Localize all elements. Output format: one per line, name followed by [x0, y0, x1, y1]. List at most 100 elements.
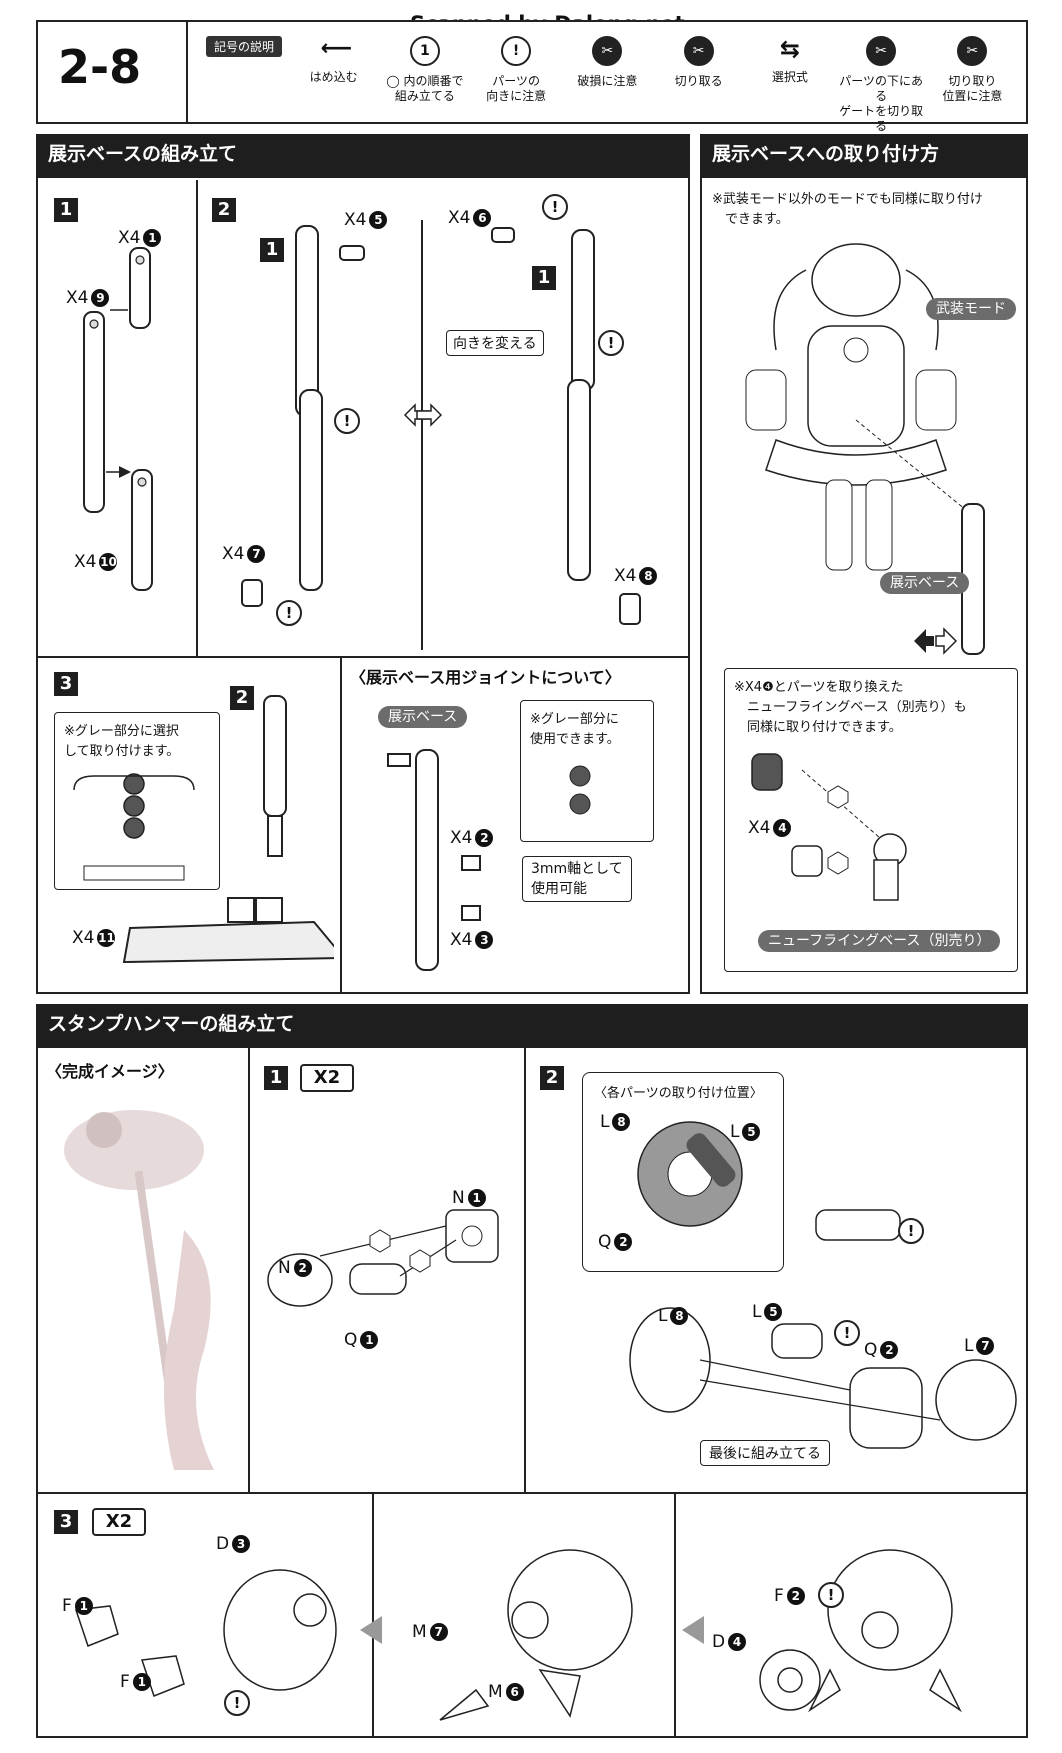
part-number-badge: 1	[360, 1331, 379, 1349]
arrow-left-icon: ⟵	[320, 36, 353, 61]
orientation-icon: !	[224, 1690, 250, 1716]
attach-title: 展示ベースへの取り付け方	[700, 134, 1028, 178]
part-number-badge: 1	[132, 1673, 151, 1691]
orientation-icon: !	[818, 1582, 844, 1608]
hammer-title: スタンプハンマーの組み立て	[36, 1004, 1028, 1048]
legend-item: 1 ◯ 内の順番で 組み立てる	[379, 36, 470, 104]
base-step2-panel	[196, 180, 688, 658]
part-number-badge: 8	[612, 1113, 631, 1131]
row-divider	[36, 1492, 1028, 1494]
legend-title: 記号の説明	[206, 36, 283, 57]
legend-item: !パーツの 向きに注意	[471, 36, 562, 104]
part-number-badge: 5	[742, 1123, 761, 1141]
image-divider	[248, 1048, 250, 1492]
legend-label: 切り取る	[674, 74, 723, 88]
flying-base-note: ※X4❹とパーツを取り換えた ニューフライングベース（別売り）も 同様に取り付け…	[734, 680, 967, 735]
choice-arrow-icon: ⇆	[779, 35, 800, 63]
hammer-step1-diagram	[267, 1209, 499, 1307]
hammer-step2-callout: 最後に組み立てる	[700, 1440, 830, 1466]
base-step2-number: 2	[212, 198, 236, 222]
legend-item: ⟵ はめ込む	[288, 36, 379, 85]
part-number-badge: 3	[475, 931, 494, 949]
legend-label: パーツの下にある ゲートを切り取る	[839, 74, 924, 133]
part-number-badge: 2	[880, 1341, 899, 1359]
part-number-badge: 3	[232, 1535, 251, 1553]
base-step2-sub-number: 1	[260, 238, 284, 262]
armed-mode-pill: 武装モード	[926, 298, 1016, 320]
page-header: 2-8 記号の説明 ⟵ はめ込む 1 ◯ 内の順番で 組み立てる!パーツの 向きに注意…	[36, 20, 1028, 133]
cut-position-icon: ✂	[957, 36, 988, 66]
hammer-step2-inset-box	[582, 1072, 784, 1272]
hammer-step2-diagram	[629, 1121, 1017, 1449]
base-step1-number: 1	[54, 198, 78, 222]
hammer-step1-number: 1	[264, 1066, 288, 1090]
figure-illustration	[745, 243, 985, 655]
completed-image	[64, 1110, 214, 1470]
hammer-step3-number: 3	[54, 1510, 78, 1534]
exclamation-icon: !	[501, 36, 532, 66]
legend-label: ◯ 内の順番で 組み立てる	[386, 74, 464, 103]
gate-cut-icon: ✂	[866, 36, 897, 66]
part-number-badge: 7	[976, 1337, 995, 1355]
page-id: 2-8	[58, 40, 142, 94]
step-divider	[524, 1048, 526, 1492]
flying-base-box	[724, 668, 1018, 972]
orientation-icon: !	[898, 1218, 924, 1244]
hammer-step1-mult: X2	[300, 1064, 354, 1092]
breakage-icon: ✂	[592, 36, 623, 66]
base-step1-panel	[38, 180, 198, 658]
joint-diagram	[387, 749, 591, 971]
orientation-icon: !	[598, 330, 624, 356]
attach-note: ※武装モード以外のモードでも同様に取り付け できます。	[712, 192, 983, 227]
step3-divider-a	[372, 1494, 374, 1736]
joint-callout: 3mm軸として 使用可能	[522, 856, 632, 902]
hammer-image-title: 〈完成イメージ〉	[46, 1062, 174, 1081]
legend-label: はめ込む	[309, 70, 358, 84]
joint-base-pill: 展示ベース	[378, 706, 468, 728]
orientation-callout: 向きを変える	[446, 330, 544, 356]
base-step1-diagram	[83, 247, 153, 591]
part-number-badge: 11	[97, 929, 116, 947]
display-base-pill: 展示ベース	[880, 572, 970, 594]
order-hexagon-icon: 1	[409, 36, 440, 66]
legend-item: ✂ 切り取り 位置に注意	[927, 36, 1018, 104]
base-step3-sub-number: 2	[230, 686, 254, 710]
step3-divider-b	[674, 1494, 676, 1736]
legend-label: 切り取り 位置に注意	[942, 74, 1003, 103]
part-number-badge: 7	[429, 1623, 448, 1641]
legend-item: ⇆選択式	[744, 36, 835, 85]
part-number-badge: 2	[293, 1259, 312, 1277]
base-step3-number: 3	[54, 672, 78, 696]
base-step3-diagram	[73, 695, 334, 964]
part-number-badge: 6	[505, 1683, 524, 1701]
choice-arrow-icon	[914, 627, 958, 655]
part-number-badge: 1	[467, 1189, 486, 1207]
flying-base-pill: ニューフライングベース（別売り）	[758, 930, 1001, 952]
part-number-badge: 2	[614, 1233, 633, 1251]
part-number-badge: 4	[728, 1633, 747, 1651]
base-step2-diagram	[241, 220, 641, 650]
part-number-badge: 1	[143, 229, 162, 247]
part-number-badge: 7	[247, 545, 266, 563]
part-number-badge: 4	[773, 819, 792, 837]
joint-note-box	[520, 700, 654, 842]
hammer-step2-number: 2	[540, 1066, 564, 1090]
part-number-badge: 1	[74, 1597, 93, 1615]
legend-item: ✂破損に注意	[562, 36, 653, 89]
